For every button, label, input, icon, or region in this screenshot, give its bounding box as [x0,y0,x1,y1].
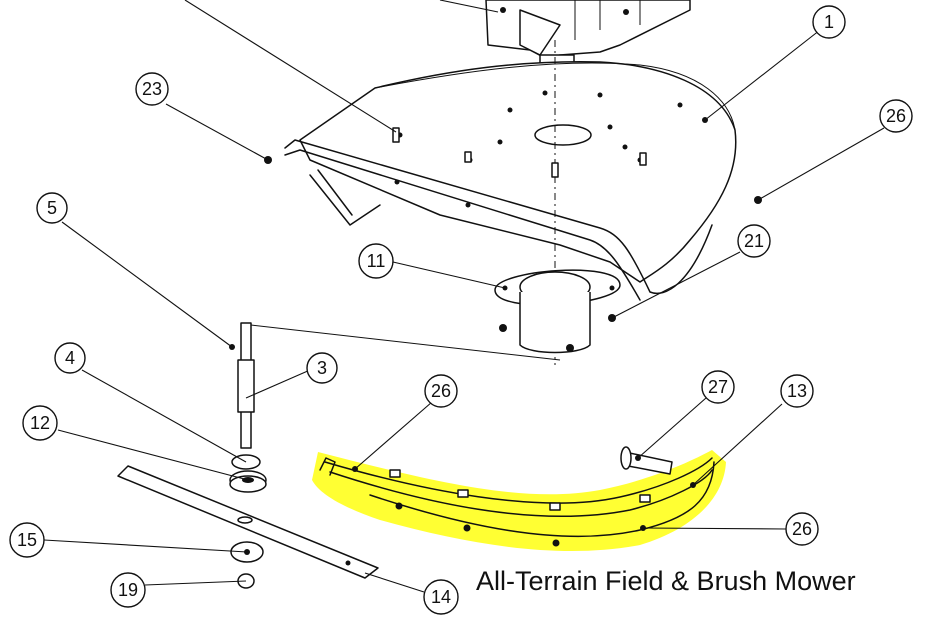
svg-text:13: 13 [787,381,807,401]
callout-26-bottom: 26 [785,512,819,546]
callout-26-top: 26 [879,99,913,133]
svg-text:27: 27 [708,377,728,397]
callout-14: 14 [423,579,459,615]
diagram-caption: All-Terrain Field & Brush Mower [476,566,856,596]
callout-4: 4 [54,342,86,374]
leader-lines [43,0,885,593]
pin [620,446,673,475]
callout-11: 11 [358,243,394,279]
svg-text:21: 21 [744,231,764,251]
callout-12: 12 [22,405,58,441]
callout-21: 21 [737,224,771,258]
skid-highlight [312,450,726,551]
callout-15: 15 [9,522,45,558]
callout-1: 1 [812,5,846,39]
svg-text:15: 15 [17,530,37,550]
svg-text:12: 12 [30,413,50,433]
guard-rail [284,139,713,301]
svg-text:23: 23 [142,79,162,99]
svg-text:11: 11 [367,251,386,271]
bearings [229,454,267,493]
callout-3: 3 [306,352,338,384]
svg-text:14: 14 [431,587,451,607]
svg-text:26: 26 [792,519,812,539]
mower-blade [117,465,379,579]
callout-19: 19 [110,572,146,608]
mower-deck [299,61,737,283]
callout-13: 13 [780,374,814,408]
svg-text:26: 26 [431,381,451,401]
callout-26-middle: 26 [424,374,458,408]
svg-text:26: 26 [886,106,906,126]
svg-text:4: 4 [65,348,75,368]
spindle-shaft [229,322,561,449]
svg-text:5: 5 [47,198,57,218]
blade-flange [494,269,621,354]
svg-text:19: 19 [118,580,138,600]
svg-text:3: 3 [317,358,327,378]
svg-text:1: 1 [824,12,834,32]
callout-5: 5 [36,192,68,224]
skid-rails [319,457,715,547]
deck-bolts [264,127,762,204]
callout-23: 23 [135,72,169,106]
callout-27: 27 [701,370,735,404]
